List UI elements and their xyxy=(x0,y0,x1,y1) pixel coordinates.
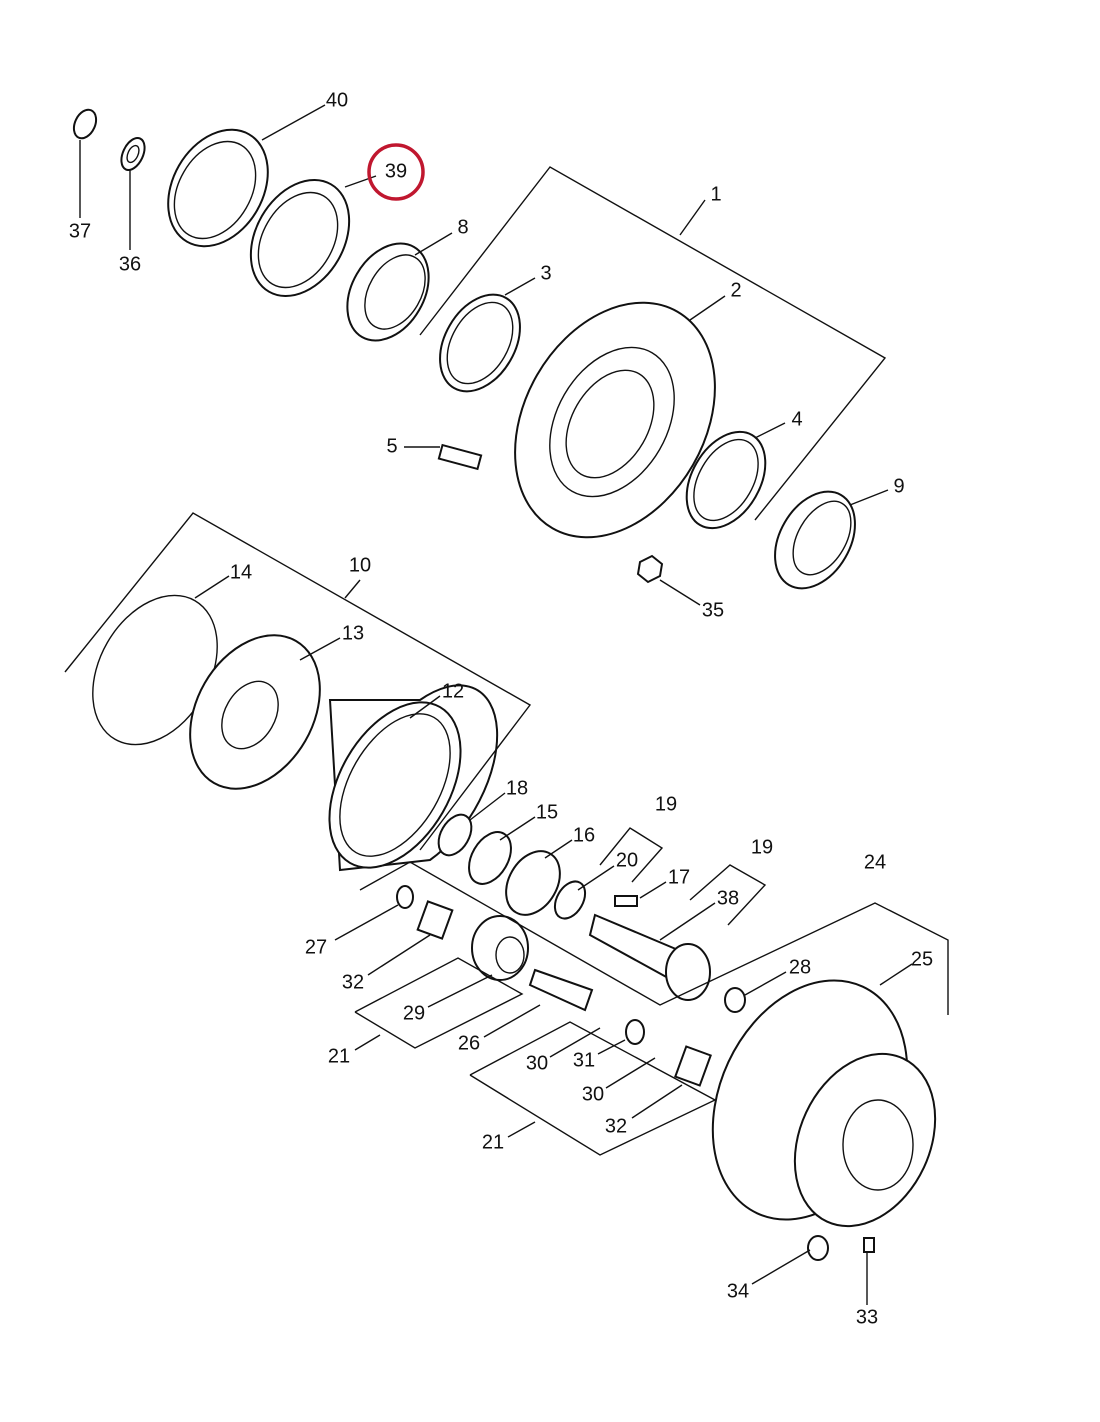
callout-28: 28 xyxy=(789,956,811,978)
callout-12: 12 xyxy=(442,680,464,702)
part-18-washer xyxy=(437,813,473,857)
part-27-ring xyxy=(396,885,414,909)
part-38-shaft xyxy=(588,913,711,1001)
part-12-ring-gear xyxy=(328,684,499,872)
callout-19b: 19 xyxy=(751,836,773,858)
part-26-pin xyxy=(528,968,594,1012)
callout-1: 1 xyxy=(710,183,721,205)
assembly-brackets xyxy=(64,166,949,1156)
part-15-washer xyxy=(468,831,512,885)
callout-25: 25 xyxy=(911,948,933,970)
callout-32b: 32 xyxy=(605,1115,627,1137)
part-37-snap-ring xyxy=(72,108,98,140)
part-3-cup xyxy=(439,293,521,393)
callout-30: 30 xyxy=(526,1052,548,1074)
part-9-bearing xyxy=(774,490,856,590)
callout-9: 9 xyxy=(893,475,904,497)
part-8-bearing xyxy=(346,242,430,342)
part-20-seal xyxy=(553,880,587,920)
part-17-bolt xyxy=(614,895,638,907)
part-5-stud xyxy=(437,443,483,471)
callout-35: 35 xyxy=(702,599,724,621)
callout-30b: 30 xyxy=(582,1083,604,1105)
callout-27: 27 xyxy=(305,936,327,958)
callout-8: 8 xyxy=(457,216,468,238)
part-35-nut xyxy=(636,554,664,584)
part-28-plug xyxy=(724,987,746,1013)
callout-21: 21 xyxy=(328,1045,350,1067)
leader-lines xyxy=(79,104,913,1305)
callout-36: 36 xyxy=(119,253,141,275)
callout-4: 4 xyxy=(791,408,802,430)
callout-labels: 40 39 37 36 8 1 3 2 4 5 9 35 14 10 13 12… xyxy=(69,89,933,1328)
part-36-washer xyxy=(120,137,146,171)
part-16-plate xyxy=(505,850,561,916)
part-32-thrust-washer xyxy=(416,900,454,940)
part-34-plug xyxy=(807,1235,829,1261)
callout-32: 32 xyxy=(342,971,364,993)
part-33-screw xyxy=(863,1237,875,1253)
callout-14: 14 xyxy=(230,561,252,583)
callout-38: 38 xyxy=(717,887,739,909)
highlight-circle-39 xyxy=(367,143,425,201)
callout-21b: 21 xyxy=(482,1131,504,1153)
part-31-ring xyxy=(625,1019,645,1045)
callout-3: 3 xyxy=(540,262,551,284)
callout-34: 34 xyxy=(727,1280,749,1302)
callout-39: 39 xyxy=(385,160,407,182)
callout-18: 18 xyxy=(506,777,528,799)
callout-37: 37 xyxy=(69,220,91,242)
callout-20: 20 xyxy=(616,849,638,871)
part-39-seal xyxy=(249,178,351,298)
callout-40: 40 xyxy=(326,89,348,111)
callout-15: 15 xyxy=(536,801,558,823)
callout-2: 2 xyxy=(730,279,741,301)
callout-24: 24 xyxy=(864,851,886,873)
callout-16: 16 xyxy=(573,824,595,846)
callout-13: 13 xyxy=(342,622,364,644)
part-13-carrier xyxy=(189,634,321,790)
callout-31: 31 xyxy=(573,1049,595,1071)
callout-19: 19 xyxy=(655,793,677,815)
callout-17: 17 xyxy=(668,866,690,888)
part-2-hub xyxy=(514,301,716,539)
part-25-housing xyxy=(711,979,937,1228)
callout-26: 26 xyxy=(458,1032,480,1054)
part-32-thrust-washer-b xyxy=(674,1045,712,1087)
callout-29: 29 xyxy=(403,1002,425,1024)
callout-33: 33 xyxy=(856,1306,878,1328)
part-29-planet-gear xyxy=(471,915,529,981)
part-4-cup xyxy=(685,430,767,530)
part-40-seal xyxy=(167,128,269,248)
callout-10: 10 xyxy=(349,554,371,576)
callout-5: 5 xyxy=(386,435,397,457)
